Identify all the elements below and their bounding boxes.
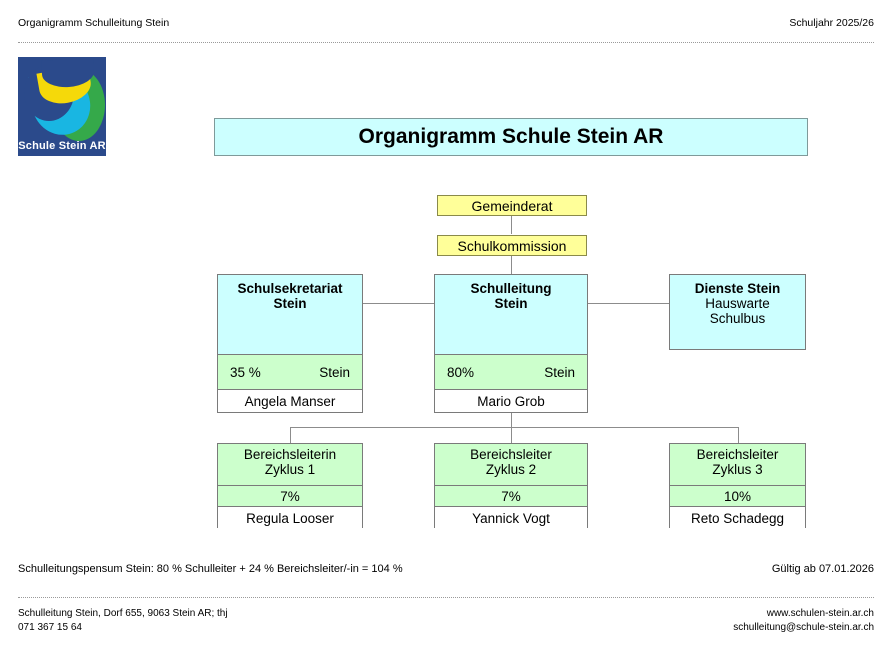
node-dienste-stein-title: Dienste Stein <box>694 281 781 296</box>
caption-valid-from: Gültig ab 07.01.2026 <box>771 563 874 575</box>
node-bereichsleiter-zyklus-1-zyklus: Zyklus 1 <box>264 462 316 477</box>
school-logo: Schule Stein AR <box>18 57 106 156</box>
node-bereichsleiter-zyklus-2-header: Bereichsleiter Zyklus 2 <box>435 444 587 485</box>
footer-divider <box>18 597 874 598</box>
node-schulsekretariat-title-line1: Schulsekretariat <box>237 281 343 296</box>
connector-schulleitung-schulsekretariat <box>363 303 434 304</box>
node-bereichsleiter-zyklus-2-role: Bereichsleiter <box>470 447 552 462</box>
node-schulleitung-header: Schulleitung Stein <box>435 275 587 354</box>
node-schulleitung-place: Stein <box>544 364 575 380</box>
connector-schulleitung-dienste <box>588 303 669 304</box>
connector-bus-zyklus3 <box>738 427 739 443</box>
node-schulkommission[interactable]: Schulkommission <box>437 235 587 256</box>
footer-contact: www.schulen-stein.ar.ch schulleitung@sch… <box>733 607 874 635</box>
connector-schulleitung-bus <box>511 413 512 468</box>
node-schulleitung-person: Mario Grob <box>435 389 587 412</box>
node-schulsekretariat-header: Schulsekretariat Stein <box>218 275 362 354</box>
page-title: Organigramm Schule Stein AR <box>358 125 664 148</box>
node-bereichsleiter-zyklus-2[interactable]: Bereichsleiter Zyklus 2 7% Yannick Vogt <box>434 443 588 529</box>
node-schulsekretariat-title-line2: Stein <box>273 296 307 311</box>
node-bereichsleiter-zyklus-3-pct: 10% <box>670 485 805 506</box>
node-schulleitung-title-line1: Schulleitung <box>470 281 552 296</box>
connector-bereichsleiter-bus <box>290 427 738 428</box>
node-dienste-stein[interactable]: Dienste Stein Hauswarte Schulbus <box>669 274 806 350</box>
node-dienste-stein-line2: Hauswarte <box>705 296 770 311</box>
caption-pensum: Schulleitungspensum Stein: 80 % Schullei… <box>18 563 403 575</box>
node-bereichsleiter-zyklus-2-pct: 7% <box>435 485 587 506</box>
node-gemeinderat-label: Gemeinderat <box>471 197 553 214</box>
node-bereichsleiter-zyklus-2-person: Yannick Vogt <box>435 506 587 529</box>
logo-text: Schule Stein AR <box>18 140 106 152</box>
node-schulleitung[interactable]: Schulleitung Stein 80% Stein Mario Grob <box>434 274 588 413</box>
node-schulsekretariat[interactable]: Schulsekretariat Stein 35 % Stein Angela… <box>217 274 363 413</box>
node-schulsekretariat-person: Angela Manser <box>218 389 362 412</box>
node-schulleitung-pct: 80% <box>447 364 475 380</box>
node-bereichsleiter-zyklus-1-person: Regula Looser <box>218 506 362 529</box>
node-schulsekretariat-pct: 35 % <box>230 364 261 380</box>
node-dienste-stein-body: Dienste Stein Hauswarte Schulbus <box>670 275 805 349</box>
node-bereichsleiter-zyklus-3-zyklus: Zyklus 3 <box>712 462 763 477</box>
node-bereichsleiter-zyklus-3-header: Bereichsleiter Zyklus 3 <box>670 444 805 485</box>
header-divider <box>18 42 874 43</box>
footer-address-line1: Schulleitung Stein, Dorf 655, 9063 Stein… <box>18 608 228 619</box>
node-gemeinderat[interactable]: Gemeinderat <box>437 195 587 216</box>
node-bereichsleiter-zyklus-1-header: Bereichsleiterin Zyklus 1 <box>218 444 362 485</box>
page-title-banner: Organigramm Schule Stein AR <box>214 118 808 156</box>
node-bereichsleiter-zyklus-3-role: Bereichsleiter <box>696 447 779 462</box>
node-bereichsleiter-zyklus-3-person: Reto Schadegg <box>670 506 805 529</box>
node-schulsekretariat-place: Stein <box>319 364 350 380</box>
connector-gemeinderat-schulkommission <box>511 216 512 234</box>
node-bereichsleiter-zyklus-1-role: Bereichsleiterin <box>243 447 337 462</box>
node-dienste-stein-line3: Schulbus <box>709 311 766 326</box>
node-bereichsleiter-zyklus-1-pct: 7% <box>218 485 362 506</box>
node-bereichsleiter-zyklus-1[interactable]: Bereichsleiterin Zyklus 1 7% Regula Loos… <box>217 443 363 529</box>
header-schoolyear: Schuljahr 2025/26 <box>789 17 874 29</box>
node-schulsekretariat-pct-row: 35 % Stein <box>218 354 362 389</box>
node-bereichsleiter-zyklus-2-zyklus: Zyklus 2 <box>485 462 537 477</box>
connector-bus-zyklus1 <box>290 427 291 443</box>
header-title-left: Organigramm Schulleitung Stein <box>18 17 170 29</box>
footer-address: Schulleitung Stein, Dorf 655, 9063 Stein… <box>18 607 228 635</box>
footer-website-link[interactable]: www.schulen-stein.ar.ch <box>766 608 874 619</box>
footer-address-line2: 071 367 15 64 <box>18 622 82 633</box>
node-schulleitung-title-line2: Stein <box>494 296 528 311</box>
connector-schulkommission-schulleitung <box>511 256 512 274</box>
node-schulleitung-pct-row: 80% Stein <box>435 354 587 389</box>
node-schulkommission-label: Schulkommission <box>457 237 567 254</box>
node-bereichsleiter-zyklus-3[interactable]: Bereichsleiter Zyklus 3 10% Reto Schadeg… <box>669 443 806 529</box>
footer-email-link[interactable]: schulleitung@schule-stein.ar.ch <box>733 622 874 633</box>
